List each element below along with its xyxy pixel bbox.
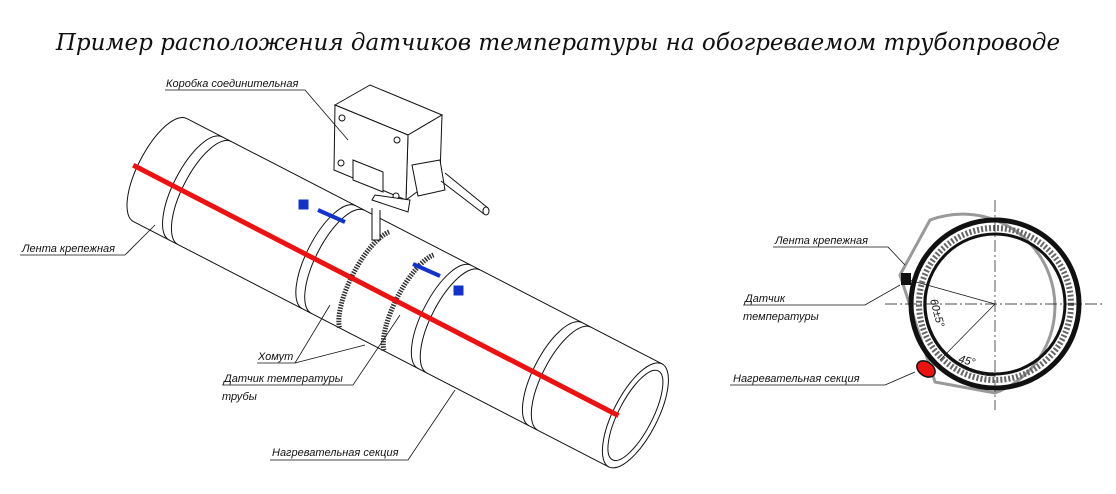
label-clamp: Хомут — [257, 351, 293, 363]
pipe-left-end — [126, 116, 187, 222]
label-heating-section-right: Нагревательная секция — [733, 373, 860, 385]
label-mounting-tape: Лента крепежная — [21, 243, 115, 255]
pipe-body — [133, 118, 663, 468]
angle-heater-label: 45° — [957, 353, 977, 369]
sensor-marker — [901, 273, 911, 285]
pipe-isometric — [126, 116, 669, 469]
angle-sensor-label: 60±5° — [927, 298, 946, 329]
junction-box — [333, 84, 490, 241]
temperature-sensors — [298, 199, 464, 296]
leader-lines-right — [730, 246, 916, 386]
label-sensor-right-2: температуры — [743, 311, 819, 323]
label-junction-box: Коробка соединительная — [166, 78, 298, 90]
label-mounting-tape-right: Лента крепежная — [774, 235, 868, 247]
pipe-cross-section — [885, 200, 1105, 410]
pipe-right-end — [601, 362, 669, 469]
label-heating-section: Нагревательная секция — [272, 447, 399, 459]
label-sensor-right: Датчик — [743, 293, 786, 305]
heating-cable-marker — [916, 360, 936, 378]
leader-lines — [20, 89, 456, 461]
heating-section-cable — [132, 162, 620, 418]
mounting-tape-bands — [162, 135, 592, 431]
diagram-title: Пример расположения датчиков температуры… — [55, 30, 1061, 56]
label-pipe-sensor: Датчик температуры — [222, 373, 343, 385]
pipe-right-inner — [607, 369, 664, 461]
label-pipe-sensor-2: трубы — [222, 391, 257, 403]
clamp — [336, 229, 435, 352]
